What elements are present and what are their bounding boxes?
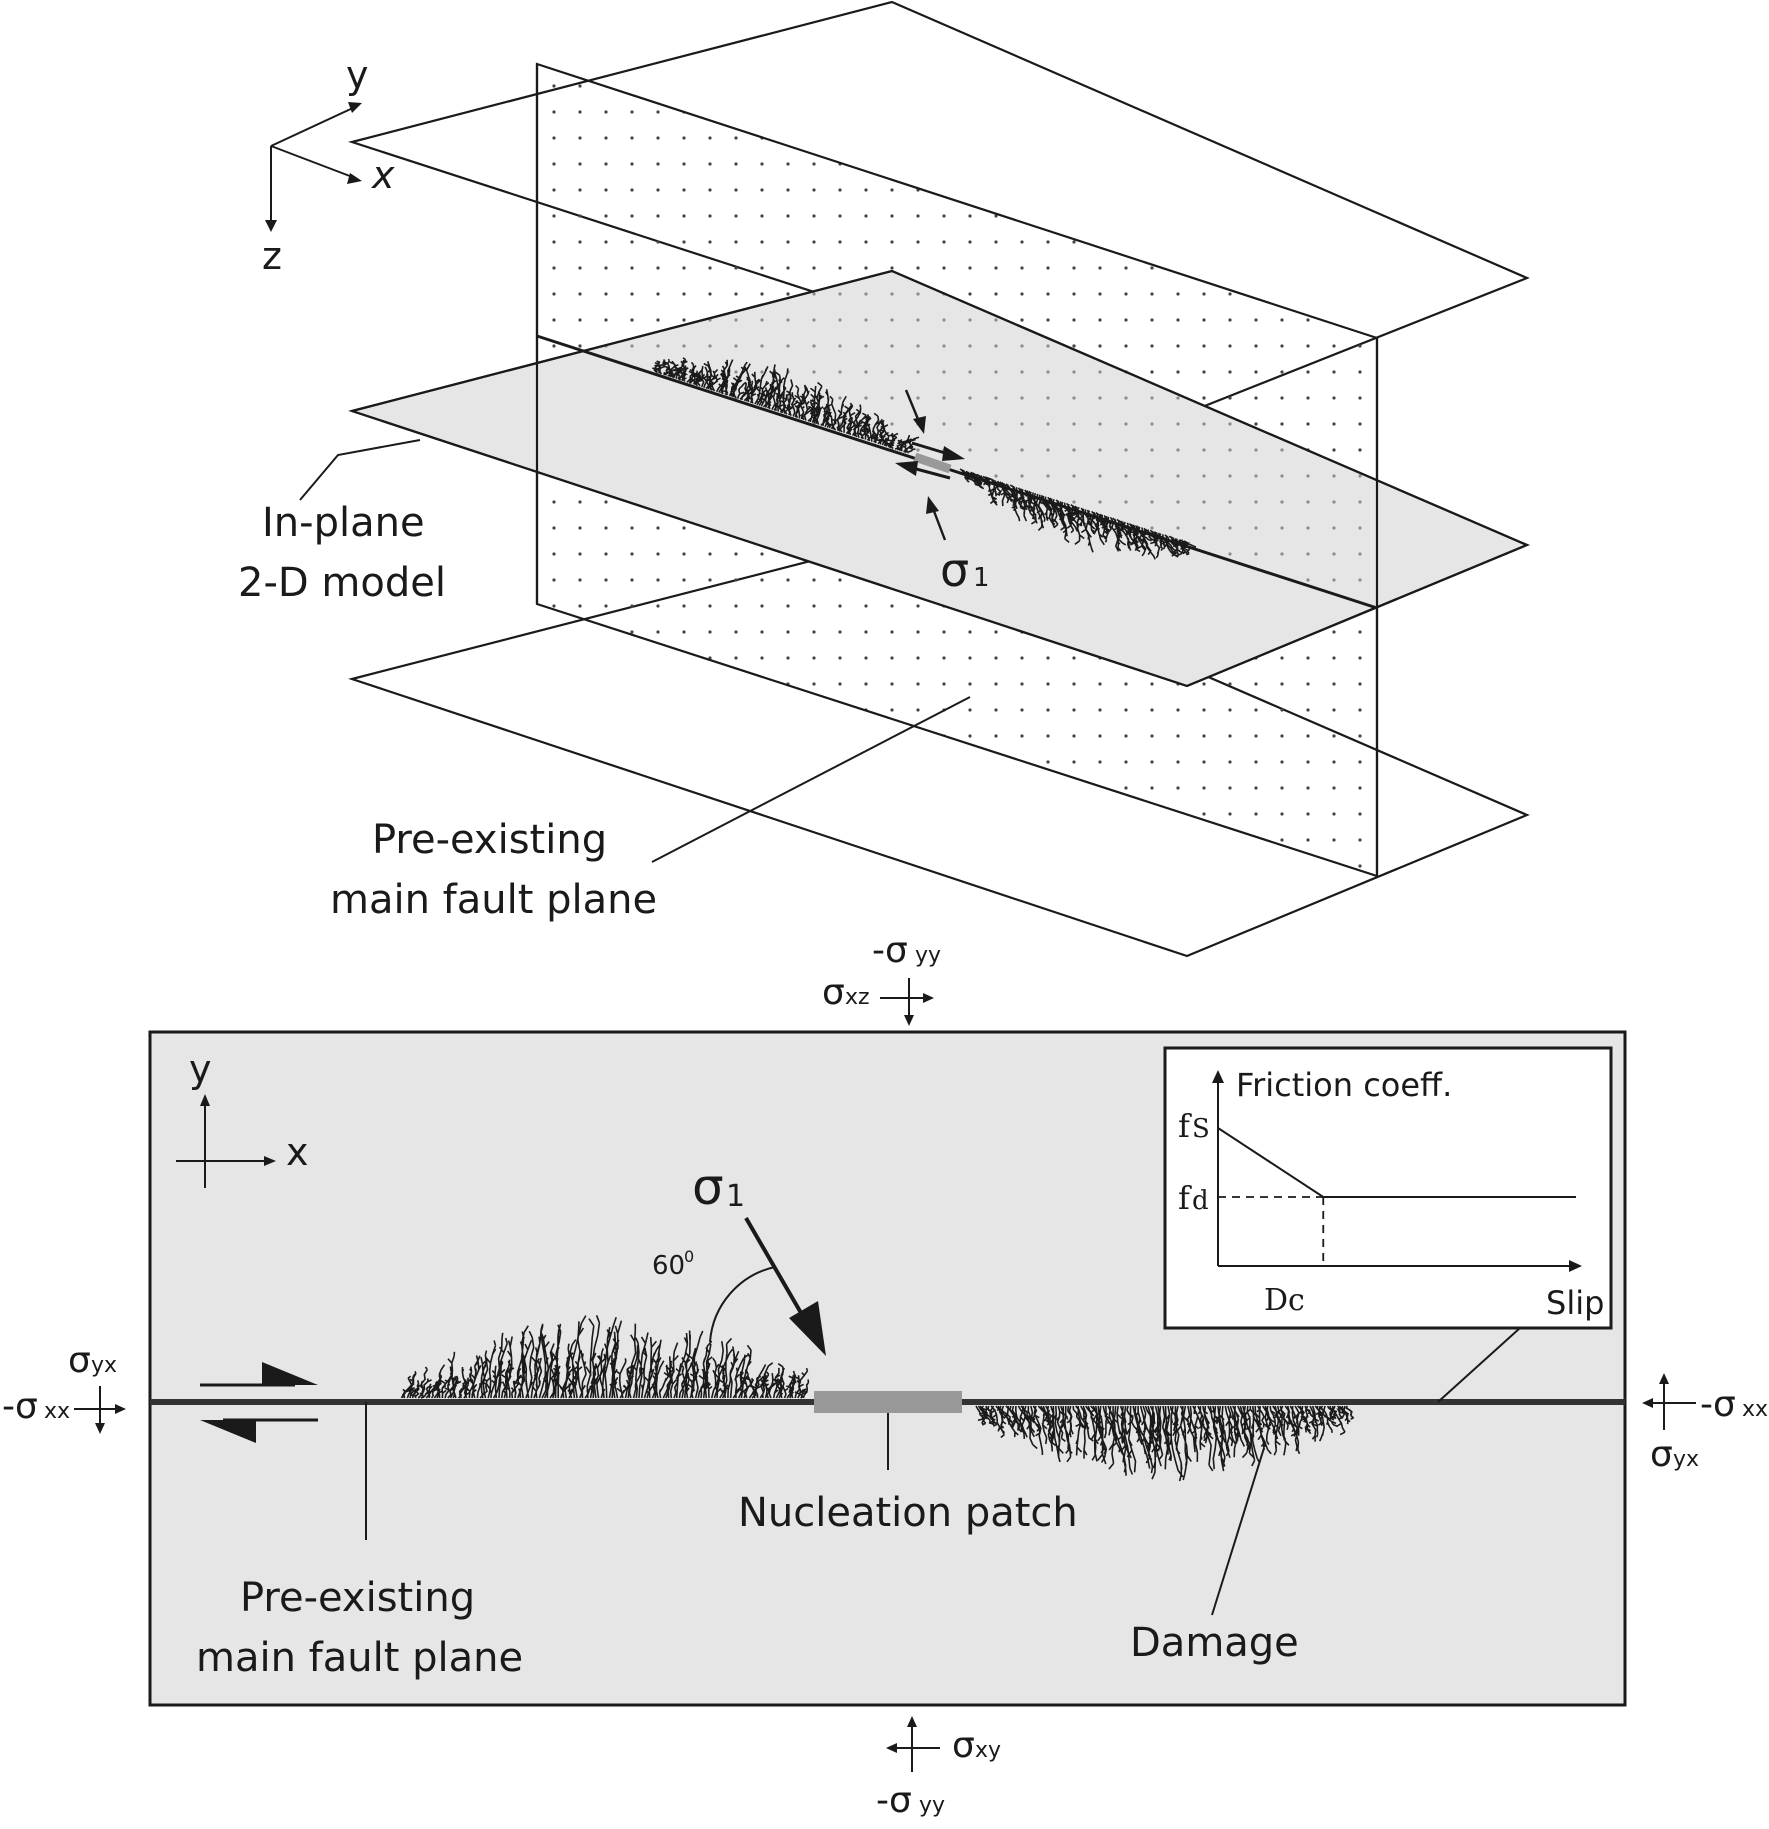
axis3d-x-label: x (371, 153, 395, 197)
bottom-sigma1-subscript: 1 (726, 1179, 745, 1214)
left-syx-sub: yx (91, 1353, 117, 1378)
top-neg-syy-sub: yy (915, 943, 941, 968)
fd-label-sub: d (1192, 1186, 1209, 1216)
left-syx: σ (68, 1340, 91, 1381)
fs-label-sub: S (1192, 1114, 1210, 1144)
top-fault-leader (651, 696, 971, 863)
bottom-sigma1-symbol: σ (692, 1158, 724, 1216)
sigma1-arrowhead (789, 1301, 826, 1356)
top-fault-trace (536, 334, 1378, 610)
in-plane-label-line1: In-plane (262, 500, 425, 546)
bottom-fault-label-line2: main fault plane (196, 1635, 523, 1681)
left-neg-sxx: -σ (2, 1386, 38, 1427)
sliding-sense-arrows (200, 1362, 318, 1443)
axes-2d (176, 1094, 276, 1188)
bottom-fault-label-line1: Pre-existing (240, 1575, 475, 1621)
right-syx: σ (1650, 1434, 1673, 1475)
bottom-sxy-sub: xy (975, 1738, 1001, 1763)
vertical-fault-plane-upper (537, 271, 1377, 608)
inset-leader (1437, 1327, 1521, 1403)
left-stress-cross (74, 1386, 126, 1434)
fs-label: f (1178, 1107, 1192, 1145)
right-neg-sxx-sub: xx (1742, 1397, 1768, 1422)
damage-texture (400, 1315, 810, 1399)
axis2d-x-label: x (286, 1130, 309, 1174)
top-damage-right (959, 468, 1197, 560)
top-sigma1-symbol: σ (940, 543, 969, 597)
top-stress-cross (880, 978, 934, 1026)
axis3d-y-label: y (346, 53, 369, 97)
damage-leader (1211, 1447, 1265, 1616)
right-stress-cross (1642, 1373, 1696, 1430)
inset-ylabel: Friction coeff. (1236, 1066, 1452, 1104)
axes-3d (265, 102, 362, 232)
damage-texture (959, 468, 1197, 560)
angle-arc (709, 1266, 776, 1343)
bottom-stress-cross (886, 1716, 940, 1772)
top-neg-syy: -σ (872, 930, 908, 971)
bottom-neg-syy: -σ (876, 1780, 912, 1821)
damage-texture (652, 357, 920, 454)
left-neg-sxx-sub: xx (44, 1399, 70, 1424)
nucleation-label: Nucleation patch (738, 1490, 1078, 1536)
right-neg-sxx: -σ (1700, 1384, 1736, 1425)
damage-label: Damage (1130, 1620, 1299, 1666)
axis3d-z-label: z (262, 234, 282, 278)
top-fault-label-line1: Pre-existing (372, 817, 607, 863)
damage-texture (975, 1405, 1355, 1482)
top-sxz-sub: xz (845, 985, 870, 1010)
nucleation-patch (814, 1391, 962, 1413)
inset-axes (1212, 1070, 1582, 1272)
fd-label: f (1178, 1179, 1192, 1217)
bottom-sxy: σ (952, 1725, 975, 1766)
right-syx-sub: yx (1673, 1447, 1699, 1472)
friction-inset-box (1163, 1046, 1613, 1330)
axis2d-y-label: y (189, 1047, 212, 1091)
inset-xlabel: Slip (1546, 1284, 1604, 1322)
in-plane-label-line2: 2-D model (238, 560, 446, 606)
top-fault-label-line2: main fault plane (330, 877, 657, 923)
bottom-damage-right (975, 1405, 1355, 1482)
bottom-neg-syy-sub: yy (919, 1793, 945, 1818)
angle-degree: 0 (684, 1247, 694, 1266)
angle-label: 60 (652, 1251, 685, 1281)
top-damage-left (652, 357, 920, 454)
bottom-damage-left (400, 1315, 810, 1399)
dc-label: Dc (1264, 1283, 1305, 1318)
top-sxz: σ (822, 972, 845, 1013)
in-plane-leader (299, 439, 421, 501)
sigma1-arrow-shaft (744, 1216, 810, 1327)
top-nucleation-patch (913, 452, 952, 474)
top-sigma1-subscript: 1 (973, 563, 990, 593)
